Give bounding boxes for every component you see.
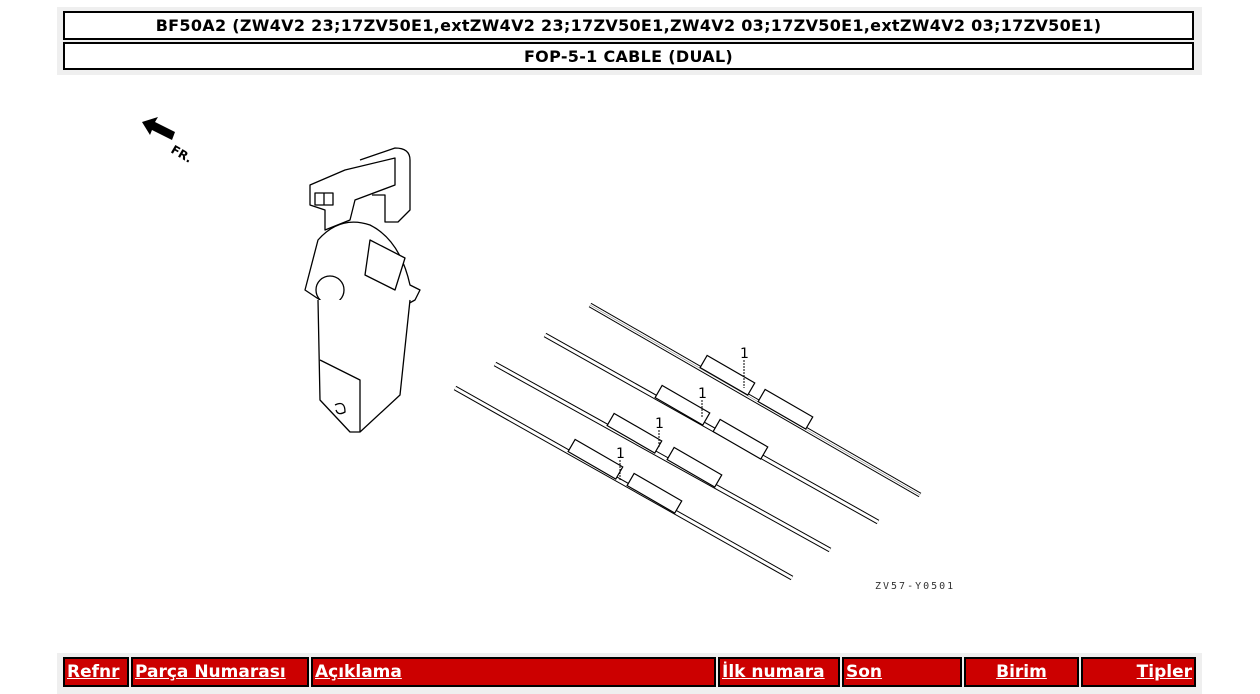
column-refnr[interactable]: Refnr — [63, 657, 129, 687]
front-arrow-icon: FR. — [142, 117, 195, 166]
callout-3: 1 — [655, 416, 664, 432]
sort-unit-link[interactable]: Birim — [996, 662, 1047, 682]
section-title: FOP-5-1 CABLE (DUAL) — [63, 42, 1194, 70]
direction-label: FR. — [169, 142, 195, 165]
sort-types-link[interactable]: Tipler — [1136, 662, 1192, 682]
column-aciklama[interactable]: Açıklama — [311, 657, 716, 687]
column-son[interactable]: Son — [842, 657, 962, 687]
sort-refnr-link[interactable]: Refnr — [67, 662, 120, 682]
callout-2: 1 — [698, 386, 707, 402]
cable-2 — [543, 332, 880, 525]
callout-1: 1 — [740, 346, 749, 362]
column-parca-numarasi[interactable]: Parça Numarası — [131, 657, 309, 687]
sort-part-number-link[interactable]: Parça Numarası — [135, 662, 286, 682]
parts-diagram: FR. — [142, 117, 955, 592]
control-cables — [453, 302, 922, 581]
drawing-code: ZV57-Y0501 — [875, 581, 955, 592]
sort-description-link[interactable]: Açıklama — [315, 662, 402, 682]
cable-3 — [493, 361, 832, 553]
model-title: BF50A2 (ZW4V2 23;17ZV50E1,extZW4V2 23;17… — [63, 11, 1194, 40]
callout-labels: 1 1 1 1 — [616, 346, 749, 480]
column-birim[interactable]: Birim — [964, 657, 1079, 687]
cable-4 — [453, 385, 794, 581]
column-ilk-numara[interactable]: İlk numara — [718, 657, 840, 687]
cable-1 — [588, 302, 922, 498]
sort-first-number-link[interactable]: İlk numara — [722, 662, 825, 682]
column-tipler[interactable]: Tipler — [1081, 657, 1196, 687]
callout-4: 1 — [616, 446, 625, 462]
remote-control-box — [304, 147, 421, 433]
sort-last-link[interactable]: Son — [846, 662, 883, 682]
